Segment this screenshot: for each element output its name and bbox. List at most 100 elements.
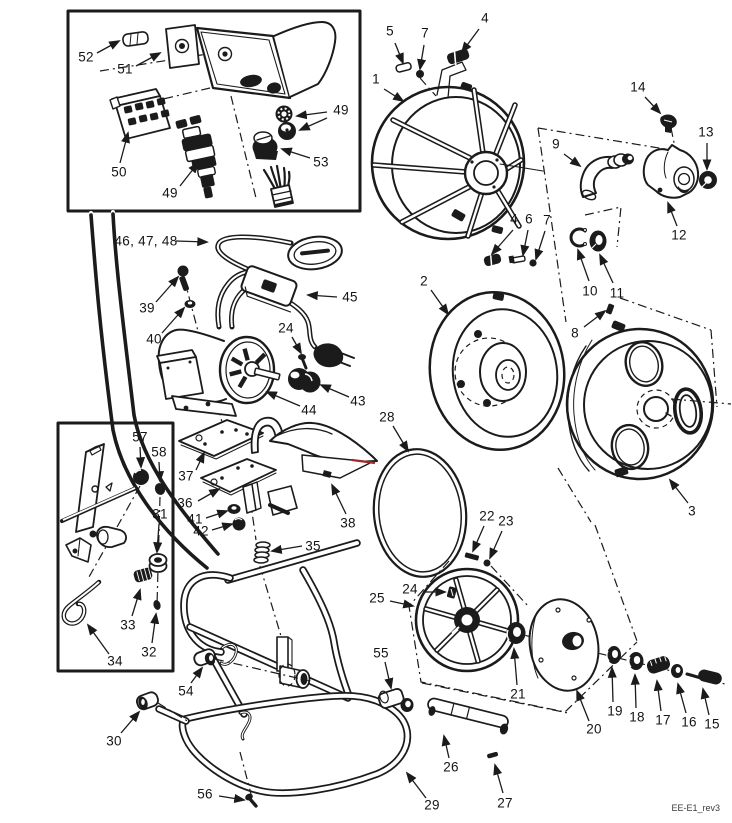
callout-27: 27 (497, 795, 513, 811)
pin-32 (153, 600, 161, 610)
callout-42: 42 (193, 523, 209, 539)
hook (61, 579, 102, 626)
callout-31: 31 (152, 506, 168, 522)
mount-screw (177, 265, 189, 291)
callout-54: 54 (178, 683, 194, 699)
upper-plate (178, 419, 264, 460)
callout-20: 20 (586, 721, 602, 737)
capacitor (288, 368, 321, 393)
callout-39: 39 (139, 300, 155, 316)
callout-6: 6 (525, 211, 533, 227)
callout-49: 49 (333, 102, 349, 118)
callout-58: 58 (151, 444, 167, 460)
bearing-plate-20 (528, 598, 600, 692)
callout-7: 7 (543, 212, 551, 228)
callout-25: 25 (369, 590, 385, 606)
callout-41: 41 (187, 511, 203, 527)
switch-nut (278, 122, 296, 140)
callout-34: 34 (107, 653, 123, 669)
pump-group (537, 114, 717, 323)
motor (156, 328, 281, 417)
power-plug (313, 343, 355, 368)
callout-53: 53 (313, 154, 329, 170)
switch-block (109, 88, 171, 140)
axle-26 (421, 682, 569, 735)
outlet-elbow (579, 153, 634, 201)
float-strainer (287, 235, 343, 271)
callout-10: 10 (582, 283, 598, 299)
pulley-wheel (414, 567, 520, 673)
callout-36: 36 (177, 495, 193, 511)
grease-fitting (660, 114, 677, 133)
belt (372, 448, 468, 578)
callout-21: 21 (510, 686, 526, 702)
lock-washer (275, 105, 293, 123)
motor-shaft (253, 367, 281, 381)
callout-24: 24 (278, 320, 294, 336)
callout-17: 17 (655, 712, 671, 728)
callout-15: 15 (704, 716, 720, 732)
callout-19: 19 (607, 703, 623, 719)
callout-49: 49 (162, 185, 178, 201)
key-22 (464, 552, 480, 561)
knurled-stud (133, 567, 153, 583)
callout-23: 23 (498, 513, 514, 529)
bolt-15 (685, 669, 722, 685)
callout-29: 29 (424, 797, 440, 813)
washer-16 (671, 664, 683, 678)
callout-13: 13 (698, 124, 714, 140)
tank-pin (605, 303, 615, 315)
callout-24: 24 (402, 581, 418, 597)
callout-45: 45 (342, 289, 358, 305)
bracket-group (178, 416, 378, 637)
tank-cover (557, 297, 732, 642)
callout-38: 38 (340, 515, 356, 531)
callout-56: 56 (197, 786, 213, 802)
wheel-group (408, 552, 726, 713)
bearing-21 (506, 622, 526, 644)
snap-ring (569, 227, 587, 248)
ball-knob (133, 469, 149, 485)
cord-hook-upper (219, 642, 238, 666)
angle-bracket (65, 537, 92, 563)
fan-guard (370, 61, 544, 241)
callout-22: 22 (479, 508, 495, 524)
callout-4: 4 (481, 10, 489, 26)
belt-guard (267, 421, 378, 516)
callout-52: 52 (78, 49, 94, 65)
spring (253, 541, 271, 564)
pin-27 (487, 751, 498, 759)
inset-box-electrical (66, 9, 362, 213)
cord-hook-lower (238, 710, 252, 741)
lock-nut (148, 553, 168, 573)
solenoid-valve (175, 115, 217, 199)
pivot-sleeve (89, 525, 127, 549)
washer-41 (227, 504, 241, 514)
callout-5: 5 (386, 23, 394, 39)
pulley-bolt (298, 354, 308, 370)
callout-28: 28 (379, 409, 395, 425)
lock-rod (60, 486, 138, 523)
callout-11: 11 (609, 285, 625, 301)
oil-seal (589, 230, 607, 252)
callout-40: 40 (146, 331, 162, 347)
bottom-small-parts (135, 648, 569, 808)
nut-42 (232, 517, 246, 531)
gfci-module (240, 265, 298, 313)
indicator-bulb (122, 31, 149, 47)
callout-12: 12 (671, 227, 687, 243)
callout-35: 35 (305, 538, 321, 554)
volute (428, 290, 566, 452)
cap-54 (193, 648, 216, 667)
callout-3: 3 (688, 503, 696, 519)
callout-16: 16 (681, 714, 697, 730)
guard-bolt-set-mid (483, 253, 537, 267)
cap-58 (154, 483, 166, 495)
set-screw-23 (483, 559, 491, 567)
screw-56 (245, 793, 258, 808)
callout-30: 30 (106, 733, 122, 749)
callout-18: 18 (629, 709, 645, 725)
washer-19 (606, 646, 621, 664)
